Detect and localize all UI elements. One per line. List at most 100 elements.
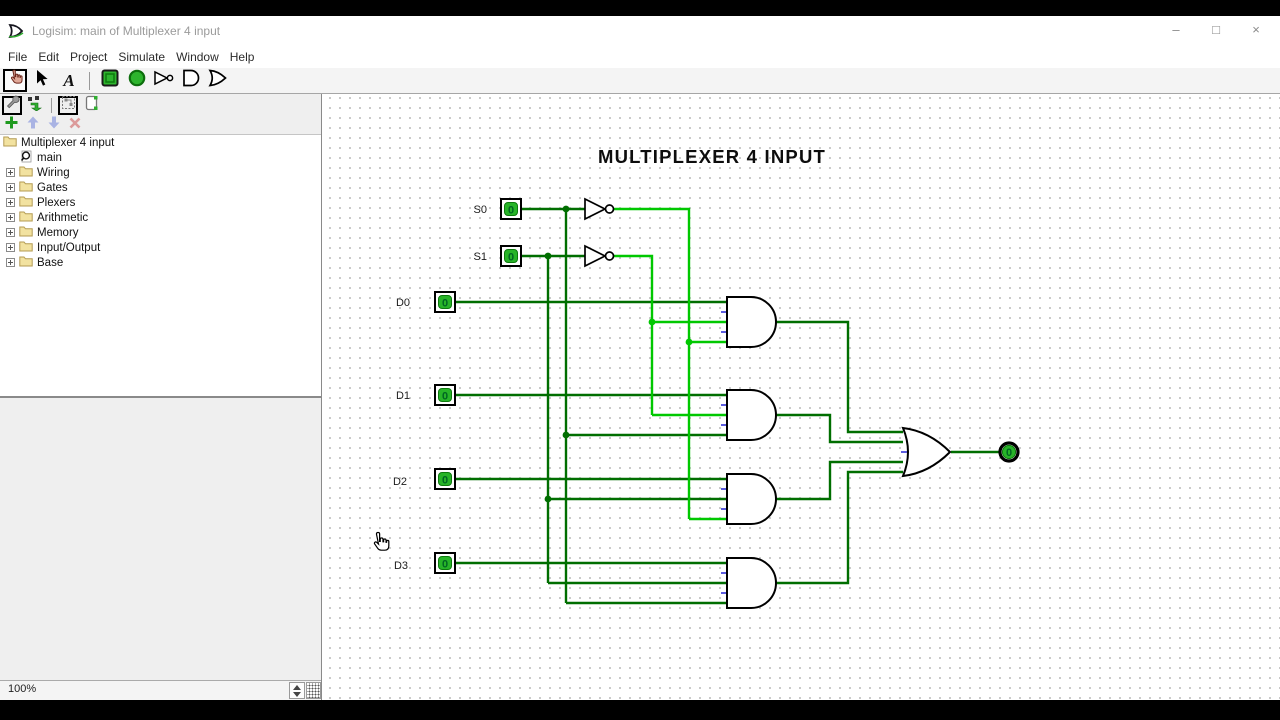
not-gate-body[interactable] xyxy=(584,244,607,268)
pin-value: 0 xyxy=(442,475,448,487)
label-s1: S1 xyxy=(474,251,487,263)
net-and2-out[interactable] xyxy=(775,413,903,444)
tree-item-library[interactable]: Memory xyxy=(0,225,321,240)
x-icon xyxy=(69,116,81,134)
pin-s0[interactable]: 0 xyxy=(500,198,522,220)
close-button[interactable]: × xyxy=(1252,22,1260,37)
layout-editor-button[interactable] xyxy=(58,95,78,115)
simulation-hierarchy-button[interactable] xyxy=(25,95,45,115)
tree-item-label[interactable]: Gates xyxy=(37,181,68,194)
label-s0: S0 xyxy=(474,204,487,216)
folder-icon xyxy=(19,240,33,255)
expand-icon[interactable] xyxy=(6,243,15,252)
wires-low[interactable] xyxy=(455,207,1000,605)
net-and4-out[interactable] xyxy=(775,470,903,585)
tree-item-label[interactable]: Multiplexer 4 input xyxy=(21,136,115,149)
tree-item-main[interactable]: main xyxy=(0,150,321,165)
menu-help[interactable]: Help xyxy=(229,50,255,64)
tree-item-label[interactable]: Arithmetic xyxy=(37,211,89,224)
not-gate-s1[interactable] xyxy=(584,244,615,268)
zoom-spinner[interactable] xyxy=(289,682,305,699)
or-gate[interactable] xyxy=(901,426,952,478)
tree-item-library[interactable]: Input/Output xyxy=(0,240,321,255)
and-gate-tool-button[interactable] xyxy=(179,69,203,92)
tree-item-library[interactable]: Plexers xyxy=(0,195,321,210)
toolbox-view-button[interactable] xyxy=(2,95,22,115)
grid-toggle-button[interactable] xyxy=(306,682,321,699)
folder-icon xyxy=(19,165,33,180)
label-d2: D2 xyxy=(393,476,407,488)
expand-icon[interactable] xyxy=(6,258,15,267)
expand-icon[interactable] xyxy=(6,228,15,237)
window-title: Logisim: main of Multiplexer 4 input xyxy=(32,24,221,38)
folder-icon xyxy=(3,135,17,150)
pin-d2[interactable]: 0 xyxy=(434,468,456,490)
poke-tool-button[interactable] xyxy=(3,69,27,92)
spinner-up-icon[interactable] xyxy=(293,684,301,690)
pin-s1[interactable]: 0 xyxy=(500,245,522,267)
circuit-actions-bar xyxy=(0,116,321,134)
or-gate-tool-button[interactable] xyxy=(206,69,230,92)
appearance-editor-button[interactable] xyxy=(81,95,101,115)
tree-item-label[interactable]: Memory xyxy=(37,226,79,239)
input-pin-tool-button[interactable] xyxy=(98,69,122,92)
and-gate-d2[interactable] xyxy=(726,473,777,525)
move-circuit-down-button[interactable] xyxy=(45,116,62,134)
menu-bar: File Edit Project Simulate Window Help xyxy=(0,46,1280,68)
not-gate-tool-button[interactable] xyxy=(152,69,176,92)
and-gate-d1[interactable] xyxy=(726,389,777,441)
move-circuit-up-button[interactable] xyxy=(24,116,41,133)
minimize-button[interactable]: – xyxy=(1172,22,1180,37)
circuit-canvas[interactable]: MULTIPLEXER 4 INPUT xyxy=(322,94,1280,700)
circuit-title-label[interactable]: MULTIPLEXER 4 INPUT xyxy=(598,146,826,167)
select-tool-button[interactable] xyxy=(30,69,54,92)
menu-file[interactable]: File xyxy=(8,50,28,64)
spinner-down-icon[interactable] xyxy=(293,691,301,697)
menu-edit[interactable]: Edit xyxy=(38,50,60,64)
pin-output[interactable]: 0 xyxy=(998,441,1020,463)
expand-icon[interactable] xyxy=(6,213,15,222)
wires-high[interactable] xyxy=(614,207,727,521)
expand-icon[interactable] xyxy=(6,183,15,192)
net-s1-inverted[interactable] xyxy=(614,254,727,417)
output-pin-tool-button[interactable] xyxy=(125,69,149,92)
and-gate-d3[interactable] xyxy=(726,557,777,609)
arrow-down-icon xyxy=(48,116,60,134)
pin-d1[interactable]: 0 xyxy=(434,384,456,406)
pin-d0[interactable]: 0 xyxy=(434,291,456,313)
net-s1[interactable] xyxy=(521,254,727,585)
tree-item-library[interactable]: Arithmetic xyxy=(0,210,321,225)
menu-window[interactable]: Window xyxy=(176,50,219,64)
net-and1-out[interactable] xyxy=(775,320,903,434)
tree-item-label[interactable]: main xyxy=(37,151,62,164)
tree-item-label[interactable]: Input/Output xyxy=(37,241,101,254)
remove-circuit-button[interactable] xyxy=(66,116,83,134)
left-panel: Multiplexer 4 input main xyxy=(0,94,323,700)
net-s0[interactable] xyxy=(521,207,727,605)
tree-item-label[interactable]: Wiring xyxy=(37,166,70,179)
main-toolbar: A xyxy=(0,68,1280,94)
mouse-cursor-hand-icon xyxy=(373,531,390,551)
pin-d3[interactable]: 0 xyxy=(434,552,456,574)
maximize-button[interactable]: □ xyxy=(1212,22,1220,37)
menu-simulate[interactable]: Simulate xyxy=(118,50,166,64)
panel-divider[interactable] xyxy=(0,396,321,398)
tree-item-label[interactable]: Plexers xyxy=(37,196,76,209)
tree-item-library[interactable]: Base xyxy=(0,255,321,270)
tree-item-library[interactable]: Wiring xyxy=(0,165,321,180)
junction-dot xyxy=(544,495,552,503)
expand-icon[interactable] xyxy=(6,168,15,177)
circuit-svg: MULTIPLEXER 4 INPUT xyxy=(373,146,1020,609)
net-and3-out[interactable] xyxy=(775,460,903,501)
and-gate-d0[interactable] xyxy=(726,296,777,348)
not-gate-body[interactable] xyxy=(584,197,607,221)
expand-icon[interactable] xyxy=(6,198,15,207)
text-tool-button[interactable]: A xyxy=(57,69,81,92)
add-circuit-button[interactable] xyxy=(3,116,20,133)
menu-project[interactable]: Project xyxy=(70,50,108,64)
tree-item-label[interactable]: Base xyxy=(37,256,64,269)
folder-icon xyxy=(19,180,33,195)
not-gate-s0[interactable] xyxy=(584,197,615,221)
tree-item-library[interactable]: Gates xyxy=(0,180,321,195)
tree-item-project[interactable]: Multiplexer 4 input xyxy=(0,135,321,150)
